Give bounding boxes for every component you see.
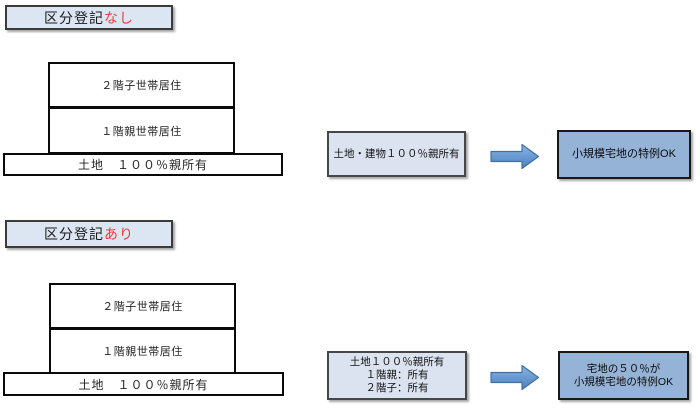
floor1-box: １階親世帯居住 [48, 107, 235, 154]
title-highlight: あり [104, 226, 134, 242]
right-arrow-icon [490, 143, 540, 170]
floor1-label: １階親世帯居住 [101, 125, 182, 138]
condition-line: 土地１００％親所有 [349, 356, 445, 368]
condition-line: ２階子：所有 [365, 382, 429, 394]
result-line: 小規模宅地の特例OK [572, 148, 676, 160]
land-label: 土地 １００％親所有 [77, 158, 208, 172]
result-box: 宅地の５０％が 小規模宅地の特例OK [558, 351, 689, 400]
floor1-box: １階親世帯居住 [49, 328, 236, 374]
floor2-label: ２階子世帯居住 [101, 80, 182, 92]
result-box: 小規模宅地の特例OK [557, 130, 691, 179]
land-box: 土地 １００％親所有 [3, 153, 283, 176]
floor2-label: ２階子世帯居住 [102, 301, 183, 313]
condition-line: 土地・建物１００％親所有 [333, 147, 460, 160]
title-highlight: なし [104, 9, 134, 26]
floor2-box: ２階子世帯居住 [49, 283, 236, 329]
condition-box: 土地・建物１００％親所有 [327, 131, 466, 177]
title-prefix: 区分登記 [44, 226, 104, 242]
condition-box: 土地１００％親所有 １階親：所有 ２階子：所有 [327, 351, 467, 400]
land-label: 土地 １００％親所有 [78, 377, 209, 392]
condition-line: １階親：所有 [365, 369, 429, 381]
title-prefix: 区分登記 [44, 9, 104, 26]
result-line: 小規模宅地の特例OK [573, 375, 674, 388]
section-title-with-registration: 区分登記あり [5, 220, 173, 248]
land-box: 土地 １００％親所有 [3, 372, 284, 396]
section-title-no-registration: 区分登記なし [5, 5, 173, 30]
result-line: 宅地の５０％が [586, 362, 661, 375]
floor2-box: ２階子世帯居住 [48, 62, 235, 108]
floor1-label: １階親世帯居住 [102, 346, 183, 358]
right-arrow-icon [490, 364, 540, 391]
